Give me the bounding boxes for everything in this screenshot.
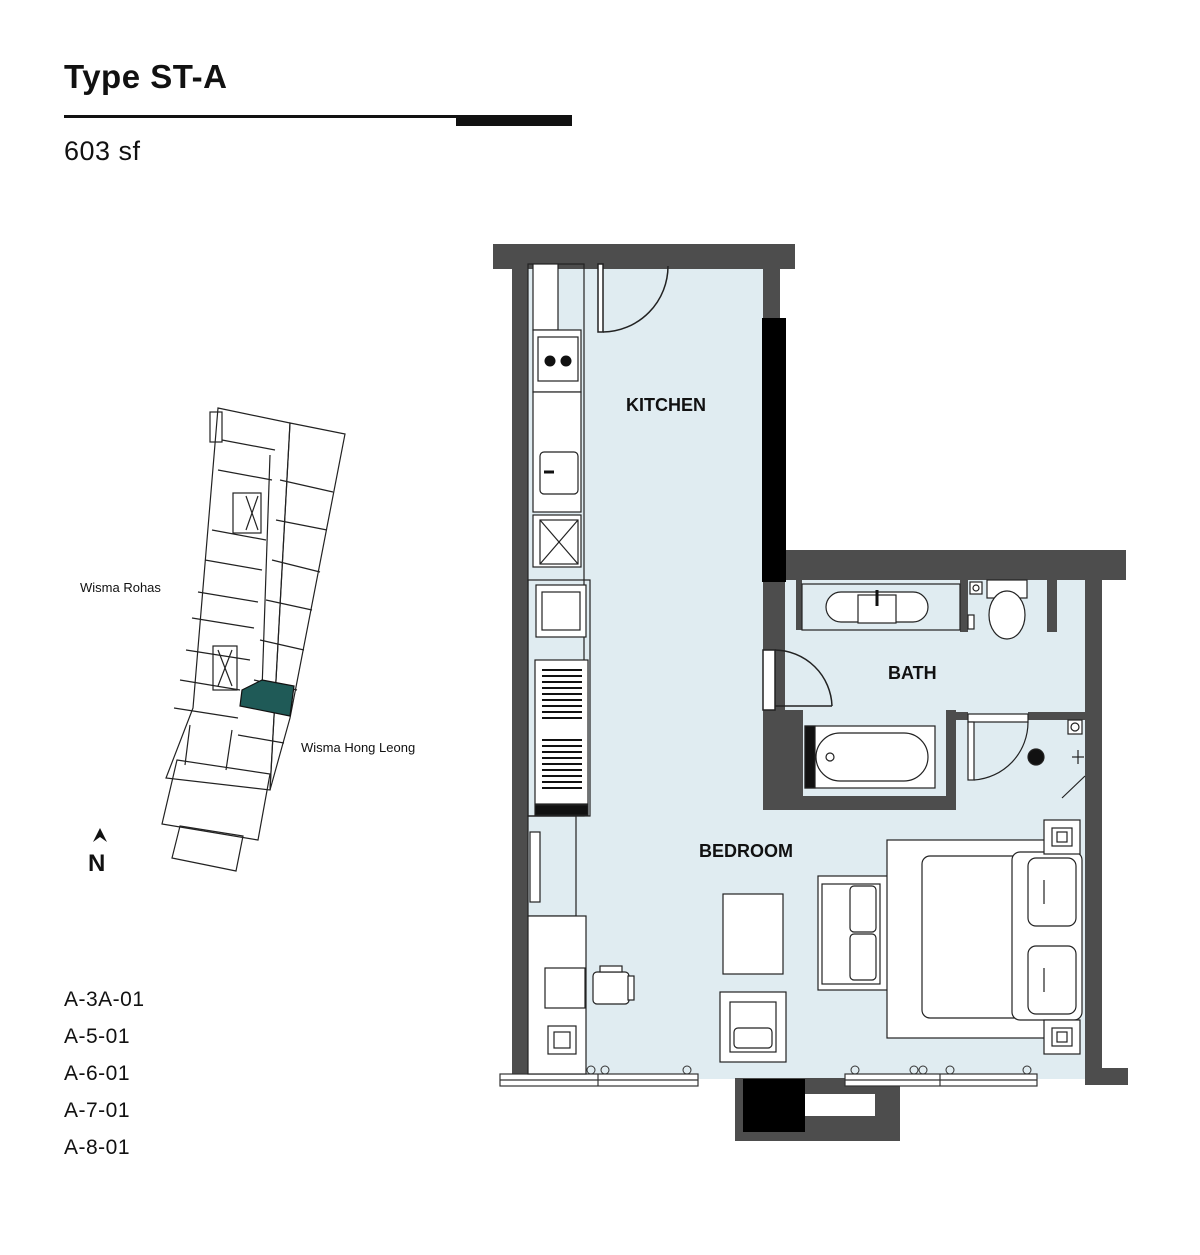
- balcony-column: [743, 1079, 805, 1132]
- title-underline-accent: [456, 116, 572, 126]
- unit-number: A-6-01: [64, 1062, 131, 1085]
- unit-number: A-3A-01: [64, 988, 145, 1011]
- toilet-icon: [967, 579, 1028, 640]
- dishwasher-icon: [539, 519, 579, 565]
- key-plan-highlighted-unit: [239, 679, 295, 717]
- unit-number: A-5-01: [64, 1025, 131, 1048]
- key-plan-podium: [171, 825, 244, 872]
- north-arrow-icon: N: [88, 828, 107, 877]
- entry-door-icon: [597, 263, 669, 333]
- room-label-kitchen: KITCHEN: [626, 395, 706, 415]
- nightstand-icon: [1043, 819, 1081, 1055]
- unit-area: 603 sf: [64, 136, 141, 166]
- wardrobe-icon: [534, 659, 589, 816]
- bath-door-icon: [762, 649, 833, 711]
- kitchen-sink-icon: [539, 451, 579, 495]
- sofa-icon: [817, 875, 889, 991]
- unit-number-list: A-3A-01 A-5-01 A-6-01 A-7-01 A-8-01: [64, 986, 145, 1171]
- room-label-bedroom: BEDROOM: [699, 841, 793, 861]
- key-plan-outline-east: [269, 422, 346, 791]
- key-plan-core-south: [212, 645, 238, 691]
- vanity-sink-icon: [801, 583, 961, 631]
- north-label: N: [88, 850, 105, 877]
- unit-number: A-8-01: [64, 1136, 131, 1159]
- shower-icon: [967, 713, 1086, 799]
- desk-chair-icon: [592, 965, 635, 1005]
- microwave-icon: [535, 584, 587, 638]
- key-plan: [161, 407, 346, 872]
- cooktop-icon: [537, 336, 579, 382]
- bathtub-icon: [804, 725, 936, 789]
- key-plan-lower-block: [161, 759, 271, 841]
- window-west: [499, 1073, 699, 1087]
- window-east: [844, 1073, 1038, 1087]
- building-label-west: Wisma Rohas: [80, 580, 161, 595]
- key-plan-core-north: [232, 492, 262, 534]
- building-label-east: Wisma Hong Leong: [301, 740, 415, 755]
- room-label-bath: BATH: [888, 663, 937, 683]
- kitchen-feature-wall: [762, 318, 786, 582]
- bed-icon: [886, 839, 1083, 1039]
- walls: [493, 244, 1128, 1141]
- key-plan-tab: [209, 411, 223, 443]
- balcony-gap: [805, 1094, 875, 1116]
- armchair-icon: [719, 991, 787, 1063]
- unit-number: A-7-01: [64, 1099, 131, 1122]
- key-plan-outline-west: [165, 407, 291, 791]
- title-underline: [64, 115, 572, 118]
- coffee-table-icon: [722, 893, 784, 975]
- unit-type-title: Type ST-A: [64, 58, 228, 95]
- study-desk: [527, 815, 587, 1075]
